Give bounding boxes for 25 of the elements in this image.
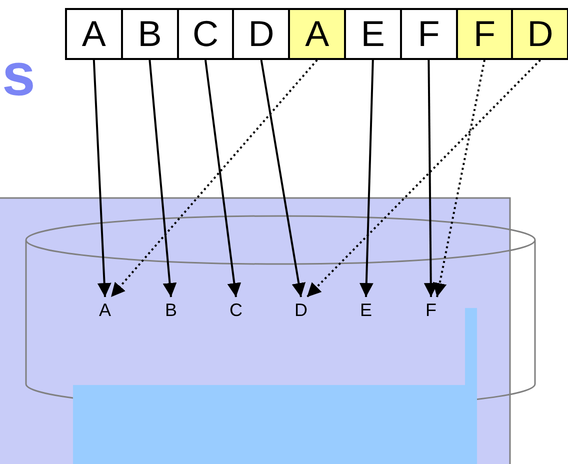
title-fragment: s (2, 40, 36, 109)
sequence-cell: A (65, 8, 123, 60)
cache-item-label: C (221, 299, 251, 321)
sequence-cell: C (176, 8, 234, 60)
arrow (110, 59, 318, 298)
sequence-cell: D (511, 8, 568, 60)
arrow (424, 60, 438, 298)
cache-item-label: D (286, 299, 316, 321)
sequence-cell: F (400, 8, 458, 60)
arrow (260, 60, 306, 298)
cache-item-label: F (416, 299, 446, 321)
sequence-cell: F (456, 8, 514, 60)
arrow (359, 60, 374, 298)
sequence-cell: E (344, 8, 402, 60)
sequence-cell: B (120, 8, 179, 60)
cache-item-label: A (90, 299, 120, 321)
arrow (92, 60, 112, 298)
sequence-cell: A (288, 8, 346, 60)
cache-item-label: B (156, 299, 186, 321)
arrow (148, 60, 177, 298)
sequence-cell: D (232, 8, 290, 60)
cache-item-label: E (351, 299, 381, 321)
arrow (306, 59, 541, 298)
arrow (204, 60, 242, 298)
arrow (432, 60, 486, 298)
